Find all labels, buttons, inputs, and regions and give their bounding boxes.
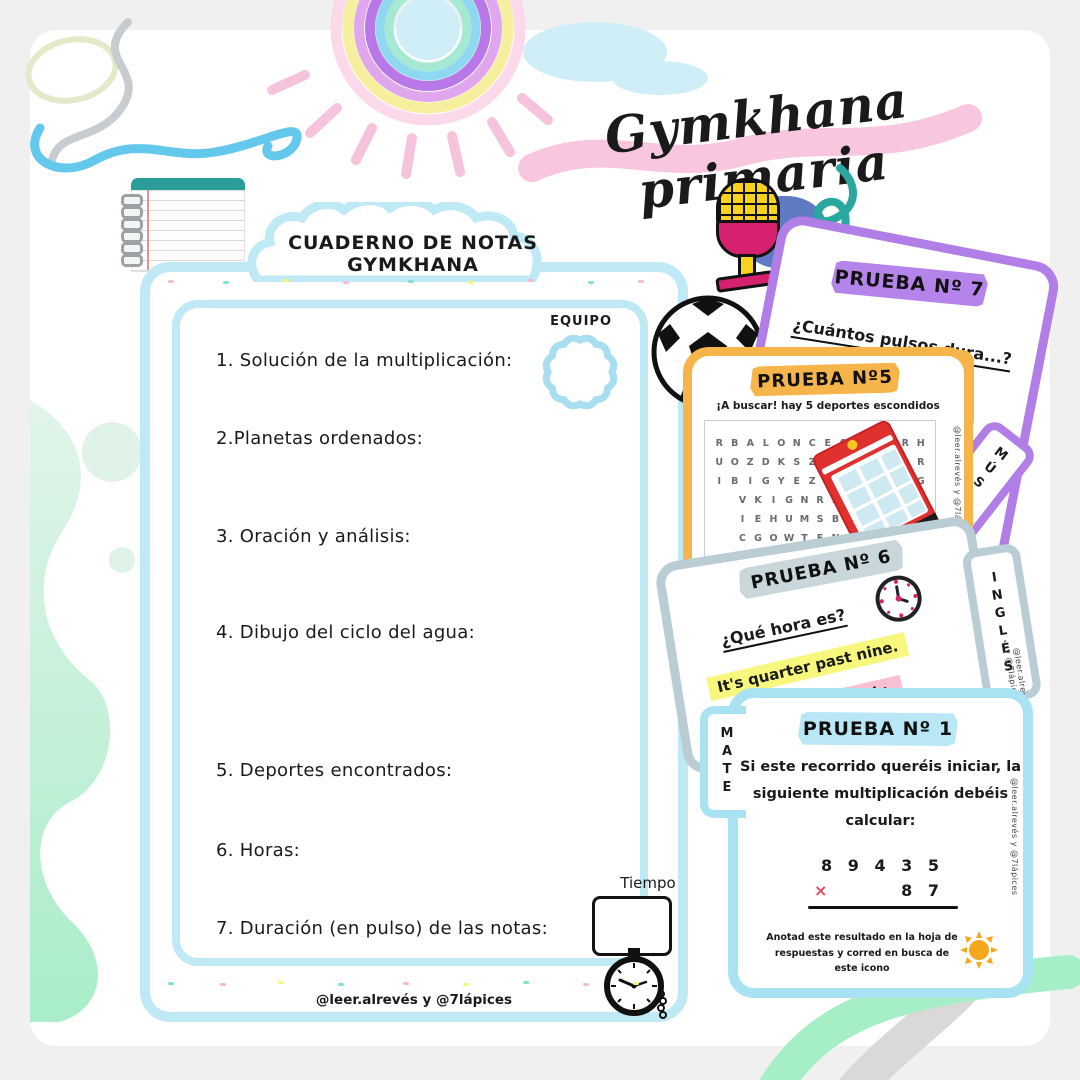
spiral-ring bbox=[121, 218, 143, 231]
booth-lamp bbox=[845, 438, 860, 452]
tape-prueba1: PRUEBA Nº 1 bbox=[798, 712, 958, 746]
note-item-6: 6. Horas: bbox=[216, 840, 301, 861]
notebook-cover-bar bbox=[131, 178, 245, 193]
prueba5-title: PRUEBA Nº5 bbox=[756, 366, 894, 393]
confetti-dots bbox=[168, 280, 174, 283]
notebook-credit: @leer.alrevés y @7lápices bbox=[315, 992, 513, 1008]
prueba6-question: ¿Qué hora es? bbox=[719, 605, 848, 653]
spiral-ring bbox=[121, 230, 143, 243]
card-prueba6: PRUEBA Nº 6 ¿Qué hora es? It's quarter p… bbox=[653, 514, 1043, 776]
equipo-badge bbox=[542, 334, 618, 410]
card-prueba1: MATE PRUEBA Nº 1 Si este recorrido queré… bbox=[700, 688, 1033, 998]
cuaderno-inner-border: EQUIPO 1. Solución de la multiplicación:… bbox=[172, 300, 676, 1019]
card-credit: @leer.alrevés y @7lápices bbox=[1010, 778, 1019, 896]
cuaderno-card: CUADERNO DE NOTAS GYMKHANA EQUIPO 1. Sol… bbox=[140, 202, 688, 1022]
card-credit: @leer.alrevés y @7lápices bbox=[953, 426, 962, 544]
note-item-7: 7. Duración (en pulso) de las notas: bbox=[216, 918, 548, 939]
microphone-icon bbox=[714, 178, 780, 293]
prueba1-body: Si este recorrido queréis iniciar, la si… bbox=[739, 759, 1022, 829]
confetti-dots bbox=[168, 982, 174, 985]
times-sign: × bbox=[814, 881, 828, 900]
tape-prueba5: PRUEBA Nº5 bbox=[750, 361, 901, 397]
spiral-ring bbox=[121, 206, 143, 219]
sun-icon bbox=[960, 931, 998, 969]
note-item-5: 5. Deportes encontrados: bbox=[216, 760, 453, 781]
tiempo-box bbox=[592, 896, 672, 956]
note-item-3: 3. Oración y análisis: bbox=[216, 526, 411, 547]
multiplier-row: × 8 7 bbox=[808, 881, 958, 900]
prueba7-title: PRUEBA Nº 7 bbox=[833, 266, 986, 302]
prueba1-title: PRUEBA Nº 1 bbox=[802, 718, 954, 740]
cloud-header-shape bbox=[247, 202, 542, 282]
note-item-2: 2.Planetas ordenados: bbox=[216, 428, 423, 449]
note-item-1: 1. Solución de la multiplicación: bbox=[216, 350, 513, 371]
stopwatch-icon bbox=[604, 948, 667, 1019]
prueba1-footer: Anotad este resultado en la hoja de resp… bbox=[766, 932, 958, 974]
notebook-title: CUADERNO DE NOTAS GYMKHANA bbox=[288, 232, 538, 276]
multiplication-line bbox=[808, 906, 958, 909]
prueba5-subtitle: ¡A buscar! hay 5 deportes escondidos bbox=[716, 400, 940, 412]
spiral-ring bbox=[121, 242, 143, 255]
clock-icon bbox=[875, 575, 922, 622]
multiplier: 8 7 bbox=[901, 881, 944, 900]
spiral-ring bbox=[121, 254, 143, 267]
equipo-label: EQUIPO bbox=[550, 314, 612, 329]
notebook-paper bbox=[131, 190, 245, 272]
notebook-margin-line bbox=[147, 190, 149, 270]
multiplication-block: 8 9 4 3 5 × 8 7 bbox=[808, 856, 958, 909]
tab-mate: MATE bbox=[700, 706, 746, 818]
note-item-4: 4. Dibujo del ciclo del agua: bbox=[216, 622, 475, 643]
spiral-ring bbox=[121, 194, 143, 207]
tape-prueba7: PRUEBA Nº 7 bbox=[830, 260, 988, 307]
multiplicand: 8 9 4 3 5 bbox=[821, 856, 944, 875]
spiral-notebook-icon bbox=[121, 178, 245, 272]
tiempo-label: Tiempo bbox=[620, 874, 676, 892]
